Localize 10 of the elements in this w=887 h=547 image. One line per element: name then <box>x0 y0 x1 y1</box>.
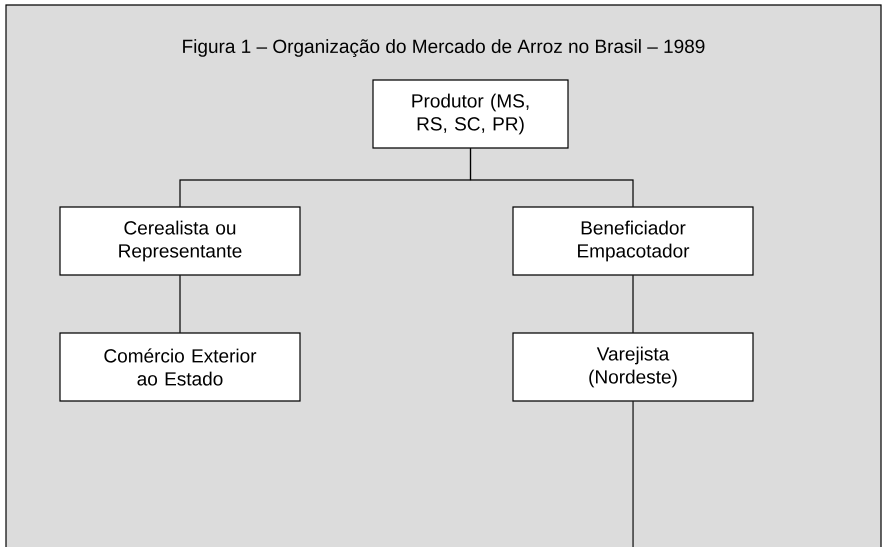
box: Cerealista ou Representante <box>59 206 301 276</box>
connector-line <box>632 402 634 547</box>
box: Varejista (Nordeste) <box>512 332 754 402</box>
box: Produtor (MS, RS, SC, PR) <box>372 79 569 149</box>
connector-line <box>179 276 181 332</box>
box: Comércio Exterior ao Estado <box>59 332 301 402</box>
box: Beneficiador Empacotador <box>512 206 754 276</box>
title: Figura 1 – Organização do Mercado de Arroz no Brasil – 1989 <box>183 39 704 57</box>
connector-line <box>470 148 634 206</box>
connector-line <box>632 276 634 332</box>
